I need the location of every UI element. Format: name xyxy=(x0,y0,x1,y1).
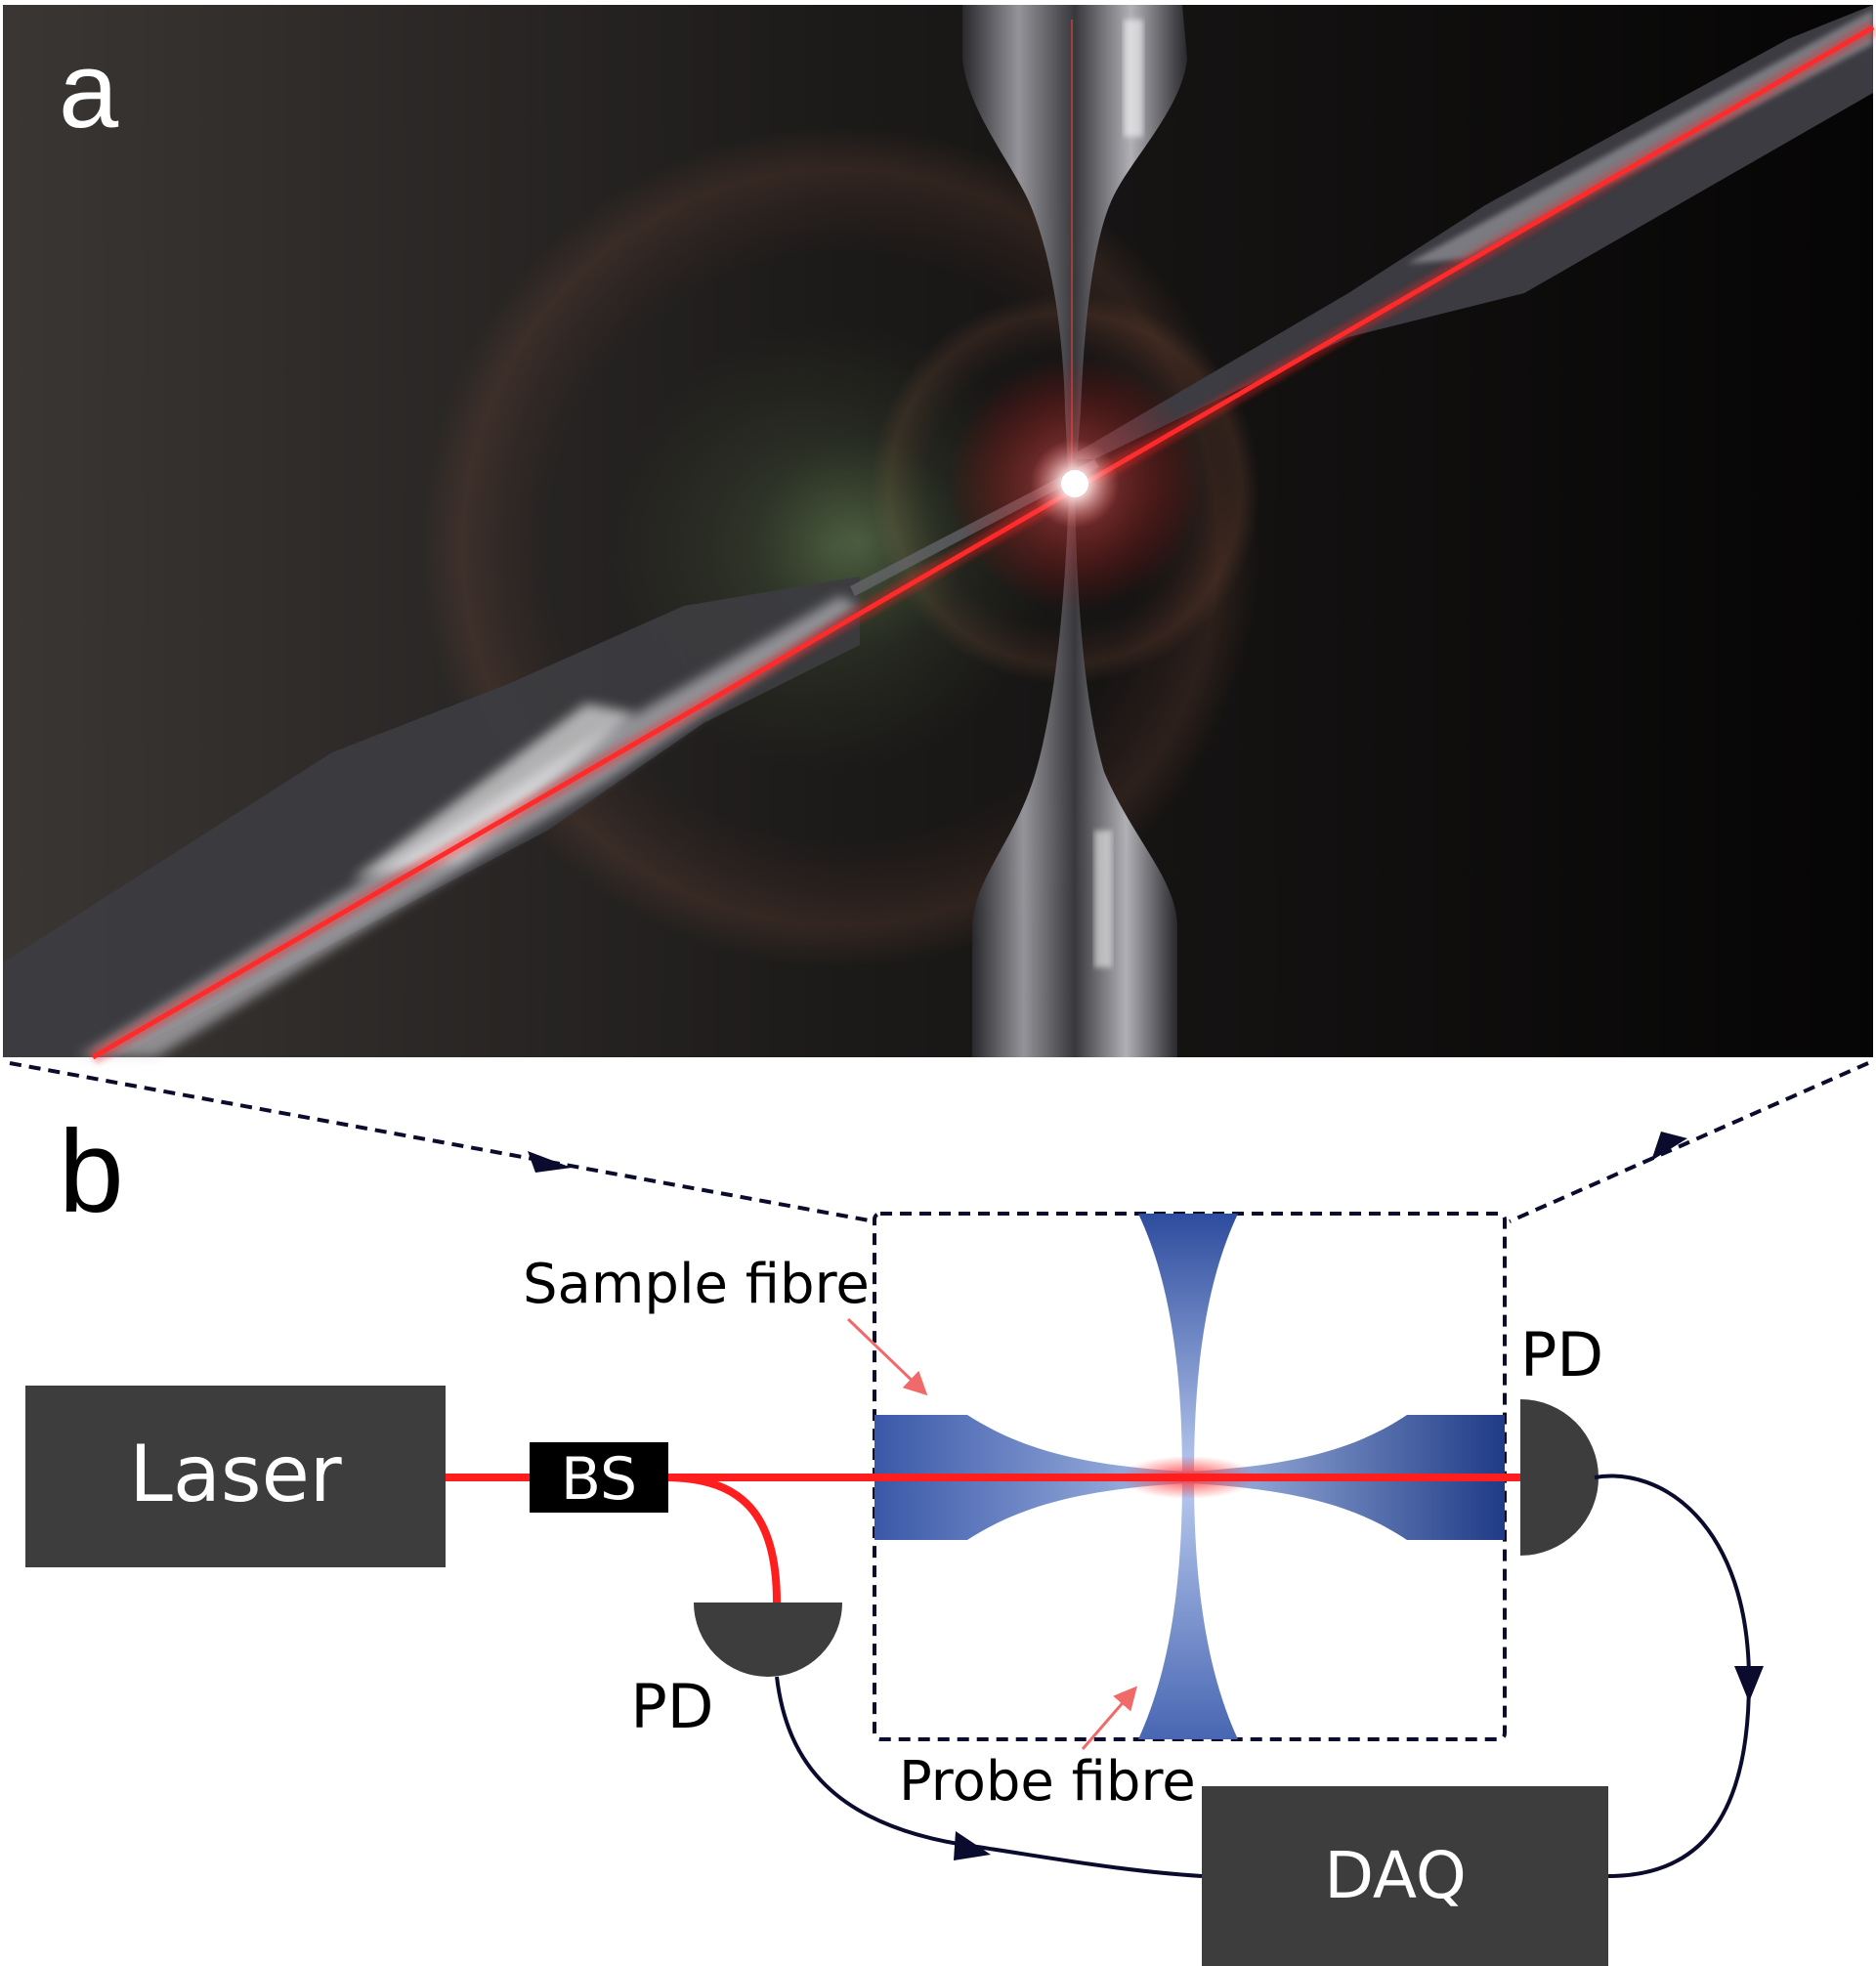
photodetector-left-label: PD xyxy=(630,1671,713,1742)
panel-b-schematic: b Laser BS PD PD DAQ xyxy=(25,1106,1764,1966)
sample-fibre-shine-left xyxy=(352,704,635,879)
zoom-line-right xyxy=(1509,1061,1869,1223)
signal-cable-left-arrow xyxy=(954,1831,991,1860)
sample-fibre-pointer xyxy=(846,1317,928,1396)
probe-fibre-shine-bottom xyxy=(1094,831,1112,967)
beamsplitter-label: BS xyxy=(561,1445,637,1514)
central-flare-core xyxy=(1061,470,1088,497)
sample-fibre-highlight-right xyxy=(1407,10,1873,264)
probe-fibre-top-schematic xyxy=(1138,1214,1238,1477)
probe-fibre-photo xyxy=(962,5,1187,1057)
probe-fibre-bottom xyxy=(972,489,1177,1057)
zoom-line-left xyxy=(9,1061,875,1223)
probe-fibre-pointer xyxy=(1081,1686,1137,1750)
panel-a-photo: a xyxy=(3,5,1876,1064)
sample-fibre-photo xyxy=(3,5,1873,1057)
beamsplitter-box xyxy=(530,1442,668,1513)
sample-fibre-label: Sample fibre xyxy=(523,1253,870,1316)
photodetector-right-icon xyxy=(1520,1399,1599,1557)
probe-fibre-shine-top xyxy=(1124,20,1143,137)
photodetector-left-icon xyxy=(694,1603,842,1677)
zoom-arrowhead-right xyxy=(1651,1132,1687,1161)
panel-b-letter: b xyxy=(59,1106,124,1237)
zoom-arrowhead-left xyxy=(528,1151,572,1173)
photodetector-right-label: PD xyxy=(1520,1319,1603,1390)
daq-box xyxy=(1202,1786,1608,1966)
zoom-indicator xyxy=(9,1061,1869,1223)
laser-box xyxy=(25,1386,446,1567)
sample-fibre-thick-left xyxy=(3,577,860,1057)
laser-beam-split xyxy=(663,1474,781,1603)
probe-fibre-label: Probe fibre xyxy=(899,1750,1196,1814)
signal-cable-right xyxy=(1594,1474,1752,1878)
signal-cable-right-arrow xyxy=(1734,1666,1764,1702)
daq-label: DAQ xyxy=(1324,1838,1467,1913)
laser-label: Laser xyxy=(129,1429,341,1519)
panel-a-letter: a xyxy=(59,30,119,150)
probe-fibre-bottom-schematic xyxy=(1138,1477,1238,1739)
